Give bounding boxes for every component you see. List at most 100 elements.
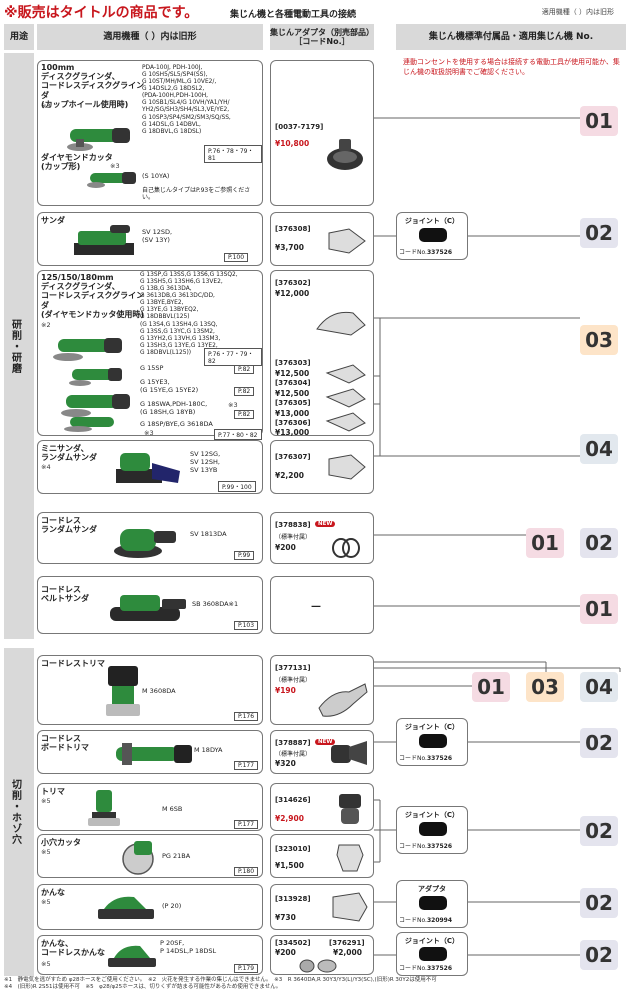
tool-models-e: G 18SP/BYE,G 3618DA: [140, 420, 213, 428]
joint-image: [419, 822, 447, 836]
category-band-cutting: [4, 648, 34, 976]
adapter-ring-image: [332, 538, 360, 558]
accessory-card-4: アダプタ コードNo.320994: [396, 880, 468, 928]
grinder-image: [67, 128, 130, 151]
adapter-card-8: [378887] NEW （標準付属） ¥320: [270, 730, 374, 774]
adapter-card-6: —: [270, 576, 374, 634]
joint-image: [419, 734, 447, 748]
adapter-image: [327, 139, 363, 170]
adapter-code: [376308]: [275, 225, 311, 233]
tool-card-cordless-trimmer: コードレストリマ M 3608DA P.176: [37, 655, 263, 725]
adapter-card-12: [334502] ¥200 [376291] ¥2,000: [270, 935, 374, 975]
accessory-name: アダプタ: [418, 885, 446, 893]
adapter-code-b: [376303]: [275, 359, 311, 367]
tool-models: M 3608DA: [142, 687, 176, 695]
adapter-price: ¥200: [275, 543, 296, 552]
page-ref: P.99・100: [218, 481, 256, 492]
adapter-image: [339, 794, 361, 824]
tool-card-mini-sander: ミニサンダ、 ランダムサンダ ※4 SV 12SG, SV 12SH, SV 1…: [37, 440, 263, 494]
tool-models: PDA-100J, PDH-100J, G 10SH5/SL5/SP4(SS),…: [142, 65, 231, 135]
page-title: ※販売はタイトルの商品です。: [4, 5, 199, 21]
tool-note-e: ※3: [144, 429, 154, 437]
tool-note: ※2: [41, 321, 51, 329]
tool-models-c: G 15YE3, (G 15YE,G 15YE2): [140, 378, 199, 394]
adapter-image: [318, 683, 368, 717]
belt-sander-image: [110, 595, 186, 621]
page-ref: P.76・77・79・82: [204, 348, 262, 366]
adapter-code: [376302]: [275, 279, 311, 287]
adapter-code-d: [376305]: [275, 399, 311, 407]
tool-models: SV 12SD, (SV 13Y): [142, 228, 173, 244]
grinder-image: [53, 338, 122, 361]
adapter-price: ¥2,200: [275, 471, 304, 480]
sander-image: [74, 225, 134, 255]
dust-collector-number-badge: 01: [580, 106, 618, 136]
tool-models-2: (S 10YA): [142, 172, 170, 180]
trimmer-image: [106, 666, 140, 716]
random-sander-image: [114, 529, 176, 558]
tool-card-disc-grinder-125: 125/150/180mm ディスクグラインダ、 コードレスディスクグラインダ …: [37, 270, 263, 440]
tool-note: ※5: [41, 898, 51, 906]
tool-models-d: G 18SWA,PDH-180C, (G 18SH,G 18YB): [140, 400, 208, 416]
tool-models: (P 20): [162, 902, 182, 910]
accessory-card-3: ジョイント（C） コードNo.337526: [396, 806, 468, 854]
adapter-price-e: ¥13,000: [275, 428, 310, 437]
adapter-code: [334502]: [275, 939, 311, 947]
accessory-code: コードNo.320994: [399, 917, 453, 924]
dust-collector-number-badge: 02: [580, 816, 618, 846]
page-ref-c: P.82: [234, 387, 255, 396]
adapter-code: [0037-7179]: [275, 123, 324, 131]
adapter-code: [323010]: [275, 845, 311, 853]
adapter-code: [378887]: [275, 739, 311, 747]
accessory-name: ジョイント（C）: [404, 811, 460, 819]
adapter-card-3: [376302] ¥12,000 [376303] ¥12,500 [37630…: [270, 270, 374, 437]
dust-collector-number-badge: 03: [526, 672, 564, 702]
warning-note: 連動コンセントを使用する場合は接続する電動工具が使用可能か、集じん機の取扱説明書…: [403, 58, 620, 77]
adapter-price: ¥1,500: [275, 861, 304, 870]
tool-note: ※3: [41, 102, 51, 110]
adapter-part-image: [419, 896, 447, 910]
dust-collector-number-badge: 01: [526, 528, 564, 558]
tool-note-d: ※3: [228, 401, 238, 409]
adapter-code-c: [376304]: [275, 379, 311, 387]
adapter-price: ¥730: [275, 913, 296, 922]
col-adapter: 集じんアダプタ（別売部品） ［コードNo.］: [270, 24, 374, 50]
tool-card-hole-cutter: 小穴カッタ ※5 PG 21BA P.180: [37, 834, 263, 878]
tool-note-2: ※3: [110, 162, 120, 170]
accessory-name: ジョイント（C）: [404, 217, 460, 225]
col-tools: 適用機種（ ）内は旧形: [37, 24, 263, 50]
adapter-code-e: [376306]: [275, 419, 311, 427]
adapter-price-b: ¥2,000: [333, 948, 362, 957]
tool-card-cordless-board-trimmer: コードレス ボードトリマ M 18DYA P.177: [37, 730, 263, 774]
dust-collector-number-badge: 02: [580, 728, 618, 758]
tool-card-disc-grinder-100: 100mm ディスクグラインダ、 コードレスディスクグラインダ (カップホイール…: [37, 60, 263, 206]
page-ref: P.176: [234, 712, 259, 721]
tool-name: 小穴カッタ: [41, 838, 81, 847]
tool-models: P 20SF, P 14DSL,P 18DSL: [160, 939, 217, 955]
adapter-standard: （標準付属）: [275, 677, 312, 684]
trimmer-image: [88, 790, 120, 826]
adapter-image: [316, 311, 366, 336]
accessory-code: コードNo.337526: [399, 843, 453, 850]
new-badge: NEW: [315, 739, 336, 745]
tool-name: サンダ: [41, 216, 65, 225]
footnote: ※1 静電気を逃がすため φ28ホースをご使用ください。 ※2 火花を発生する作…: [4, 977, 437, 991]
adapter-code: [313928]: [275, 895, 311, 903]
hole-cutter-image: [122, 841, 154, 875]
grinder-image-3: [61, 394, 130, 432]
tool-name: かんな: [41, 888, 65, 897]
adapter-code: [314626]: [275, 796, 311, 804]
adapter-price-c: ¥12,500: [275, 389, 310, 398]
page-ref: P.76・78・79・81: [204, 145, 262, 163]
header-note: 適用機種（ ）内は旧形: [541, 8, 614, 16]
adapter-card-5: [378838] NEW （標準付属） ¥200: [270, 512, 374, 564]
dust-collector-number-badge: 02: [580, 528, 618, 558]
dust-collector-number-badge: 01: [472, 672, 510, 702]
accessory-name: ジョイント（C）: [404, 937, 460, 945]
adapter-image: [328, 454, 366, 480]
tool-name: コードレス ランダムサンダ: [41, 516, 97, 535]
adapter-price: ¥12,000: [275, 289, 310, 298]
adapter-image: [332, 892, 368, 922]
adapter-card-7: [377131] （標準付属） ¥190: [270, 655, 374, 725]
